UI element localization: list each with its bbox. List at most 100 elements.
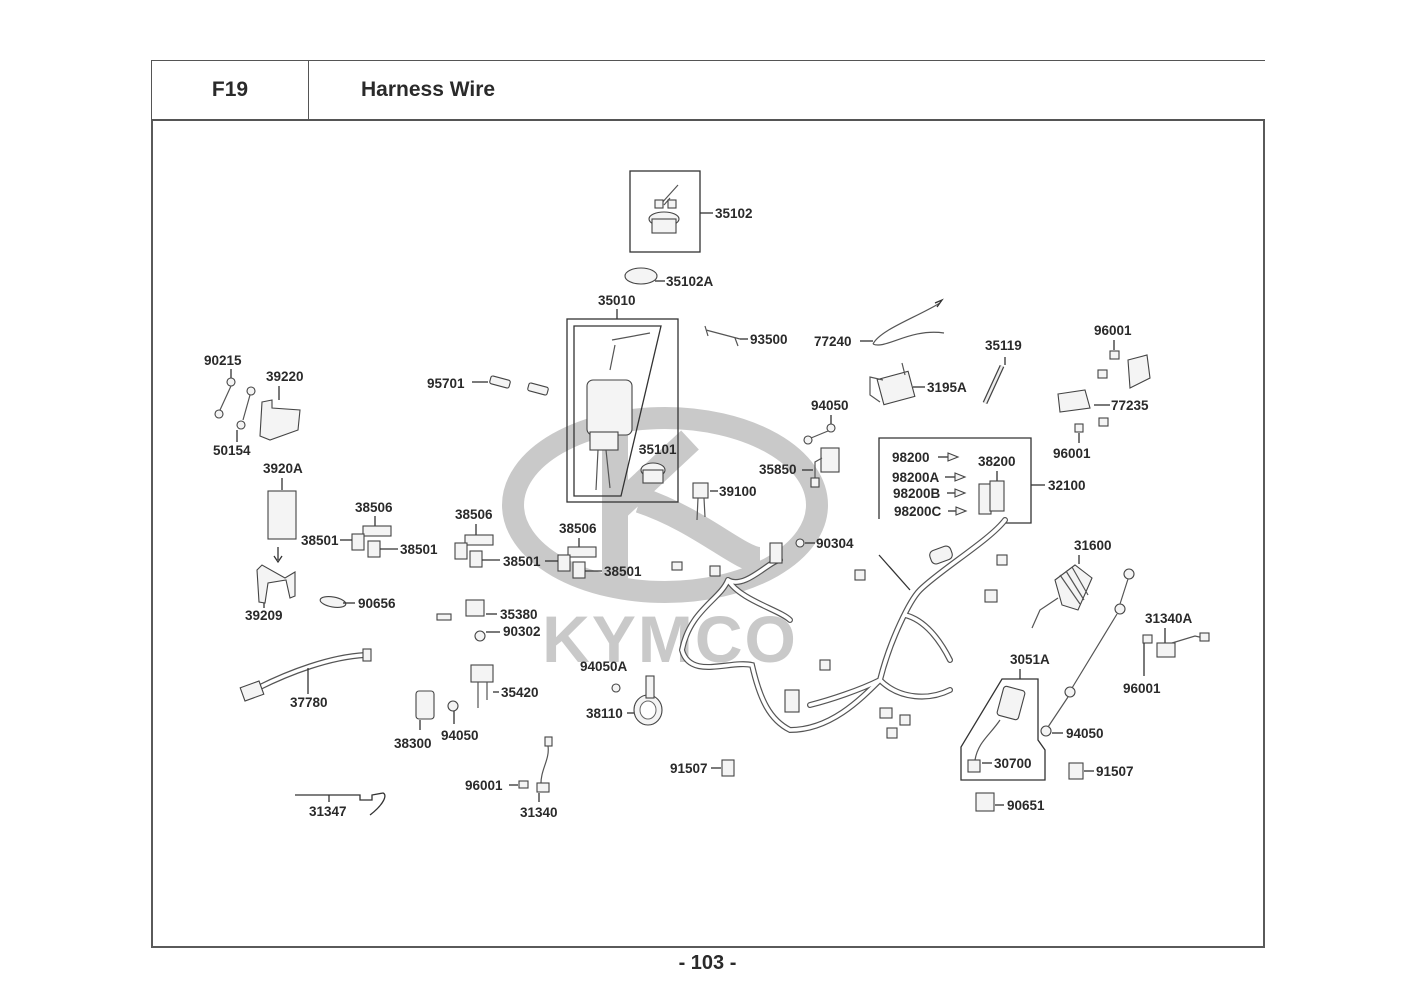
- part-label: 90304: [816, 536, 854, 551]
- part-label: 38501: [301, 533, 339, 548]
- part-98200[interactable]: 98200: [892, 450, 960, 465]
- part-label: 35380: [500, 607, 538, 622]
- part-35420[interactable]: 35420: [470, 664, 539, 708]
- part-90656[interactable]: 90656: [319, 595, 396, 611]
- part-label: 38501: [503, 554, 541, 569]
- part-39100[interactable]: 39100: [692, 482, 757, 521]
- part-98200A[interactable]: 98200A: [892, 470, 967, 485]
- page-number: - 103 -: [678, 952, 737, 974]
- part-label: 94050: [441, 728, 479, 743]
- part-label: 39209: [245, 608, 283, 623]
- part-label: 31340A: [1145, 611, 1193, 626]
- part-93500[interactable]: 93500: [704, 325, 788, 347]
- part-label: 38506: [559, 521, 597, 536]
- part-32100[interactable]: 32100: [878, 437, 1086, 591]
- part-label: 35420: [501, 685, 539, 700]
- part-label: 30700: [994, 756, 1032, 771]
- part-50154[interactable]: 50154: [213, 386, 256, 458]
- part-label: 35850: [759, 462, 797, 477]
- part-label: 98200: [892, 450, 930, 465]
- part-label: 38506: [355, 500, 393, 515]
- page-title: Harness Wire: [309, 60, 1265, 120]
- part-label: 96001: [465, 778, 503, 793]
- part-96001-bottom[interactable]: 96001: [465, 778, 529, 793]
- part-label: 98200A: [892, 470, 940, 485]
- part-label: 77240: [814, 334, 852, 349]
- part-label: 37780: [290, 695, 328, 710]
- part-38110[interactable]: 38110: [586, 675, 663, 726]
- part-91507-left[interactable]: 91507: [670, 759, 735, 777]
- part-90215[interactable]: 90215: [204, 353, 242, 419]
- part-94050-left[interactable]: 94050: [441, 700, 479, 743]
- part-35010-box: [566, 318, 679, 503]
- part-96001-right[interactable]: 96001: [1123, 634, 1161, 696]
- part-30700[interactable]: 30700: [982, 756, 1032, 771]
- part-35380[interactable]: 35380: [436, 599, 538, 622]
- part-label: 90656: [358, 596, 396, 611]
- part-label: 32100: [1048, 478, 1086, 493]
- part-label: 98200C: [894, 504, 942, 519]
- part-77235[interactable]: 77235: [1057, 354, 1151, 413]
- diagram-frame: [151, 120, 1265, 948]
- part-94050A[interactable]: 94050A: [580, 659, 628, 693]
- part-31600[interactable]: 31600: [1031, 538, 1112, 629]
- relay-group-1[interactable]: 38506 38501 38501: [301, 500, 438, 558]
- part-35102[interactable]: 35102: [629, 170, 753, 253]
- part-3051A[interactable]: 3051A: [960, 652, 1050, 781]
- part-label: 77235: [1111, 398, 1149, 413]
- part-39220[interactable]: 39220: [259, 369, 304, 441]
- part-90302[interactable]: 90302: [474, 624, 541, 642]
- part-label: 90651: [1007, 798, 1045, 813]
- part-35010[interactable]: 35010: [566, 293, 679, 503]
- part-35102-box: [629, 170, 701, 253]
- part-94050-right[interactable]: 94050: [1040, 568, 1135, 741]
- part-37780[interactable]: 37780: [239, 648, 372, 710]
- part-label: 38110: [586, 706, 623, 721]
- relay-group-3[interactable]: 38506 38501: [545, 521, 642, 579]
- part-35119[interactable]: 35119: [982, 338, 1022, 405]
- part-label: 35101: [639, 442, 677, 457]
- part-95701[interactable]: 95701: [427, 375, 549, 396]
- part-label: 38501: [604, 564, 642, 579]
- part-90304[interactable]: 90304: [795, 536, 854, 551]
- part-38200[interactable]: 38200: [978, 454, 1016, 515]
- part-35102A[interactable]: 35102A: [624, 267, 714, 289]
- part-98200C[interactable]: 98200C: [894, 504, 968, 519]
- part-label: 91507: [1096, 764, 1134, 779]
- part-77240[interactable]: 77240: [814, 298, 945, 349]
- part-label: 90215: [204, 353, 242, 368]
- part-39209[interactable]: 39209: [245, 564, 296, 623]
- part-35101[interactable]: 35101: [639, 442, 677, 484]
- part-label: 39220: [266, 369, 304, 384]
- part-35850[interactable]: 35850: [759, 447, 840, 488]
- part-38300[interactable]: 38300: [394, 690, 435, 751]
- relay-group-2[interactable]: 38506 38501: [454, 507, 541, 569]
- part-label: 31340: [520, 805, 558, 820]
- part-94050-mid[interactable]: 94050: [803, 398, 849, 445]
- part-label: 39100: [719, 484, 757, 499]
- part-label: 38501: [400, 542, 438, 557]
- part-90651[interactable]: 90651: [975, 792, 1045, 813]
- part-label: 91507: [670, 761, 708, 776]
- part-label: 96001: [1123, 681, 1161, 696]
- part-31340[interactable]: 31340: [520, 736, 558, 820]
- part-98200B[interactable]: 98200B: [893, 486, 967, 501]
- part-96001-right-lower[interactable]: 96001: [1053, 417, 1109, 461]
- part-96001-top-right[interactable]: 96001: [1094, 323, 1132, 379]
- part-main-harness[interactable]: [671, 517, 1008, 739]
- figure-code: F19: [151, 60, 309, 120]
- part-label: 35119: [985, 338, 1022, 353]
- part-91507-right[interactable]: 91507: [1068, 762, 1134, 780]
- part-31340A[interactable]: 31340A: [1145, 611, 1210, 658]
- part-label: 96001: [1094, 323, 1132, 338]
- part-31347[interactable]: 31347: [295, 792, 386, 819]
- part-label: 31347: [309, 804, 347, 819]
- part-label: 3195A: [927, 380, 967, 395]
- part-3920A[interactable]: 3920A: [263, 461, 303, 564]
- part-label: 94050A: [580, 659, 628, 674]
- part-label: 98200B: [893, 486, 941, 501]
- part-3195A[interactable]: 3195A: [869, 362, 967, 406]
- part-label: 35102A: [666, 274, 714, 289]
- part-label: 50154: [213, 443, 251, 458]
